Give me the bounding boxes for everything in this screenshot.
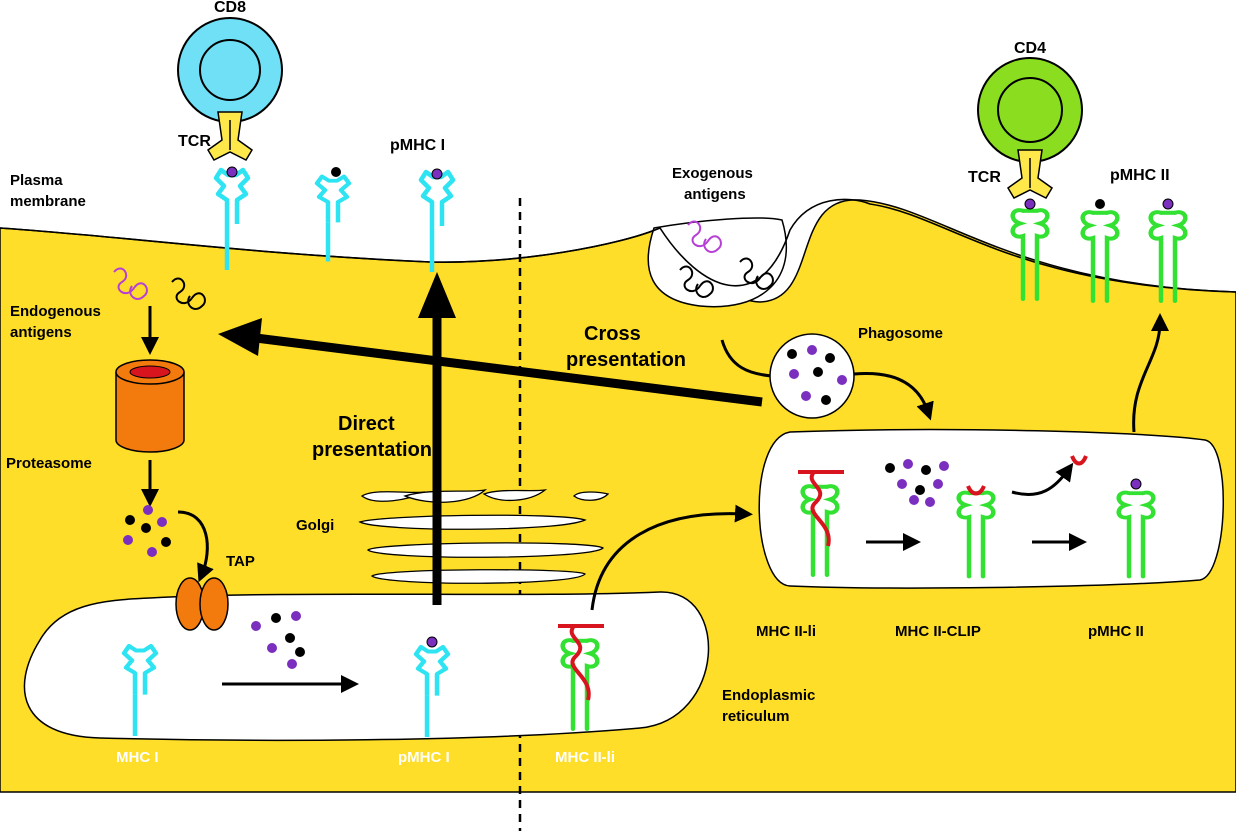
arrow-cross-presentation-head bbox=[218, 318, 262, 356]
cross-presentation-label-2: presentation bbox=[566, 349, 686, 371]
er-label-2: reticulum bbox=[722, 708, 790, 725]
pmhc1-er-label: pMHC I bbox=[398, 749, 450, 766]
arrow-cup-to-phagosome bbox=[720, 339, 773, 378]
compartment-mhc2-clip bbox=[959, 485, 994, 577]
proteasome-label: Proteasome bbox=[6, 455, 92, 472]
mhc2clip-label: MHC II-CLIP bbox=[895, 623, 981, 640]
plasma-membrane-label-1: Plasma bbox=[10, 172, 63, 189]
cd4-label: CD4 bbox=[1014, 40, 1046, 57]
arrow-compartment-to-surface bbox=[1132, 313, 1169, 433]
tcr-left-label: TCR bbox=[178, 133, 211, 150]
compartment-pmhc2 bbox=[1119, 478, 1154, 577]
pmhc2-surface-label: pMHC II bbox=[1110, 167, 1170, 184]
exogenous-antigens-label-2: antigens bbox=[684, 186, 746, 203]
tcr-left: TCR bbox=[178, 111, 253, 161]
direct-presentation-label-1: Direct bbox=[338, 413, 395, 435]
cd8-label: CD8 bbox=[214, 0, 246, 16]
er-peptides bbox=[251, 611, 305, 669]
er-label-1: Endoplasmic bbox=[722, 687, 815, 704]
surface-mhc1-2 bbox=[317, 167, 349, 262]
endogenous-antigen-black bbox=[171, 277, 206, 310]
phagosome-label: Phagosome bbox=[858, 325, 943, 342]
endogenous-antigens-label-1: Endogenous bbox=[10, 303, 101, 320]
pmhc1-surface-label: pMHC I bbox=[390, 137, 445, 154]
compartment-peptides bbox=[885, 459, 949, 507]
released-clip bbox=[1070, 455, 1088, 466]
cytosolic-peptides bbox=[123, 505, 171, 557]
phagocytic-cup bbox=[647, 217, 788, 308]
tap-transporter bbox=[175, 577, 229, 631]
mhc2li-compartment-label: MHC II-li bbox=[756, 623, 816, 640]
cross-presentation-label-1: Cross bbox=[584, 323, 641, 345]
pmhc2-compartment-label: pMHC II bbox=[1088, 623, 1144, 640]
plasma-membrane-label-2: membrane bbox=[10, 193, 86, 210]
er-mhc2-li bbox=[558, 624, 604, 729]
exogenous-antigens-label-1: Exogenous bbox=[672, 165, 753, 182]
arrow-er-to-compartment bbox=[590, 504, 753, 611]
golgi-label: Golgi bbox=[296, 517, 334, 534]
plasma-membrane bbox=[0, 198, 1236, 293]
proteasome bbox=[115, 359, 185, 453]
exogenous-antigen-black-2 bbox=[739, 257, 774, 290]
golgi-apparatus bbox=[358, 488, 610, 584]
arrow-cross-presentation bbox=[255, 333, 763, 407]
cd8-t-cell: CD8 bbox=[177, 0, 283, 123]
tcr-right-label: TCR bbox=[968, 169, 1001, 186]
tap-label: TAP bbox=[226, 553, 255, 570]
surface-mhc1-3 bbox=[421, 168, 453, 272]
surface-mhc2-2 bbox=[1083, 199, 1118, 301]
surface-mhc2-3 bbox=[1151, 198, 1186, 301]
exogenous-antigen-black-1 bbox=[679, 265, 714, 298]
arrow-clip-release bbox=[1011, 462, 1074, 497]
arrow-phagosome-to-compartment bbox=[853, 371, 934, 421]
endogenous-antigen-purple bbox=[113, 267, 148, 300]
mhc1-er-label: MHC I bbox=[116, 749, 159, 766]
arrow-peptides-to-tap bbox=[177, 510, 214, 583]
phagosome bbox=[769, 333, 855, 419]
exogenous-antigen-purple bbox=[687, 220, 722, 253]
endoplasmic-reticulum bbox=[23, 591, 710, 742]
direct-presentation-label-2: presentation bbox=[312, 439, 432, 461]
surface-mhc1-1 bbox=[216, 166, 248, 270]
compartment-mhc2-li bbox=[798, 470, 844, 575]
mhc2li-er-label: MHC II-li bbox=[555, 749, 615, 766]
cd4-t-cell: CD4 bbox=[977, 40, 1083, 163]
tcr-right: TCR bbox=[968, 149, 1053, 199]
endogenous-antigens-label-2: antigens bbox=[10, 324, 72, 341]
surface-mhc2-1 bbox=[1013, 198, 1048, 299]
er-pmhc1 bbox=[416, 636, 448, 737]
arrow-direct-presentation-head bbox=[418, 272, 456, 318]
